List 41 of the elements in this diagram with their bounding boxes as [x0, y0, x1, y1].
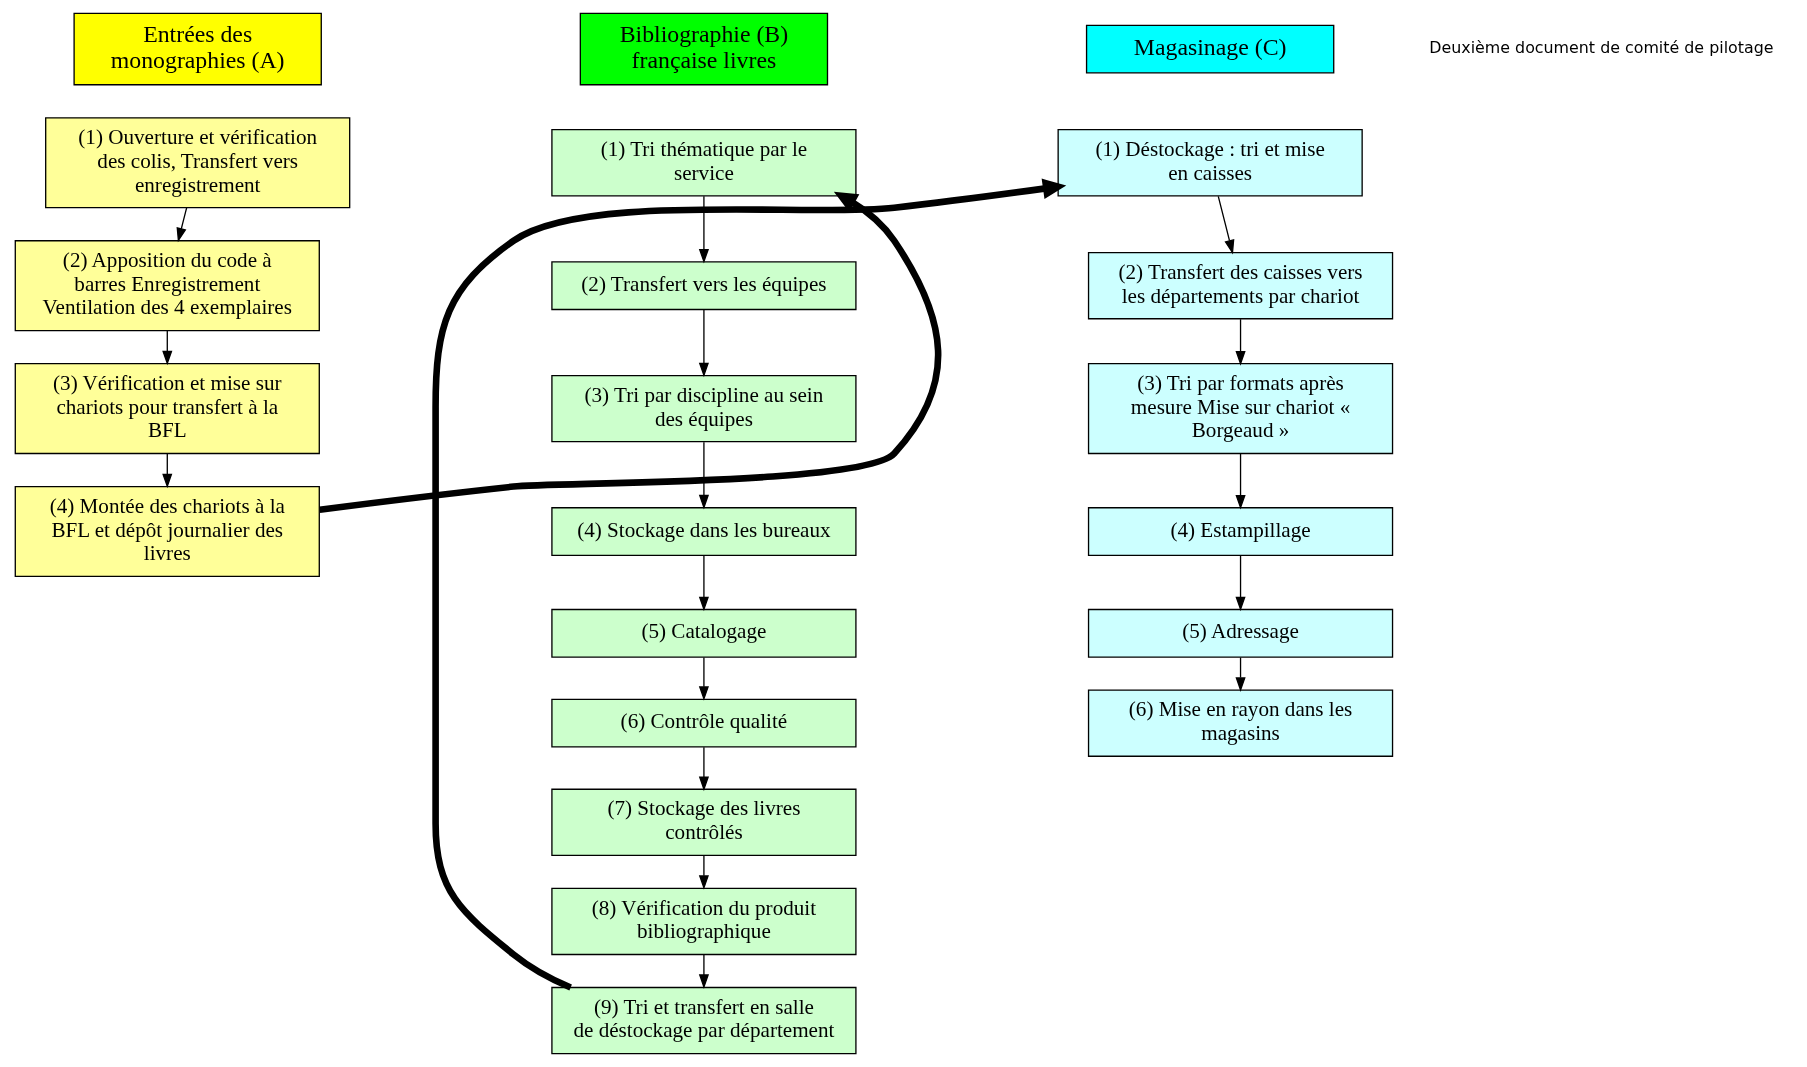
node-box: (1) Ouverture et vérification des colis, Transfert vers enregistrement: [45, 117, 351, 209]
node-box: (3) Tri par formats après mesure Mise sur chariot « Borgeaud »: [1087, 363, 1394, 455]
node-box: (3) Tri par discipline au sein des équipes: [551, 374, 857, 443]
node-box: (1) Déstockage : tri et mise en caisses: [1057, 129, 1363, 197]
arrow: [698, 855, 709, 890]
arrow: [698, 195, 709, 264]
node-box: (4) Estampillage: [1087, 507, 1394, 556]
arrow: [698, 656, 709, 701]
arrow: [432, 178, 1067, 991]
arrow: [162, 330, 173, 366]
arrow: [1217, 195, 1235, 255]
node-box: (5) Catalogage: [551, 608, 857, 658]
node-box: (7) Stockage des livres contrôlés: [551, 788, 857, 856]
node-box: Entrées des monographies (A): [73, 12, 322, 86]
node-box: Bibliographie (B) française livres: [579, 12, 829, 86]
node-box: (3) Vérification et mise sur chariots pour transfert à la BFL: [14, 363, 320, 455]
arrow: [698, 746, 709, 792]
arrow: [698, 308, 709, 378]
node-box: (2) Transfert des caisses vers les départements par chariot: [1087, 251, 1394, 320]
arrow: [1235, 318, 1246, 366]
node-box: (9) Tri et transfert en salle de déstockage par département: [551, 986, 857, 1055]
node-box: (8) Vérification du produit bibliographique: [551, 887, 857, 956]
arrow: [698, 954, 709, 989]
arrow: [319, 191, 942, 513]
node-box: (2) Transfert vers les équipes: [551, 261, 857, 311]
arrow: [1235, 554, 1246, 612]
node-box: (2) Apposition du code à barres Enregistrement Ventilation des 4 exemplaires: [14, 240, 320, 332]
node-box: (4) Montée des chariots à la BFL et dépôt journalier des livres: [14, 485, 320, 578]
node-box: (4) Stockage dans les bureaux: [551, 507, 857, 556]
arrow: [1235, 453, 1246, 510]
label: Deuxième document de comité de pilotage: [1429, 38, 1774, 58]
arrow: [698, 554, 709, 612]
node-box: (6) Mise en rayon dans les magasins: [1087, 689, 1394, 757]
arrow: [698, 441, 709, 510]
arrow: [176, 207, 188, 243]
node-box: (1) Tri thématique par le service: [551, 129, 857, 197]
node-box: (5) Adressage: [1087, 608, 1394, 658]
arrow: [1235, 656, 1246, 692]
arrow: [162, 453, 173, 489]
node-box: Magasinage (C): [1085, 24, 1335, 74]
node-box: (6) Contrôle qualité: [551, 698, 857, 748]
